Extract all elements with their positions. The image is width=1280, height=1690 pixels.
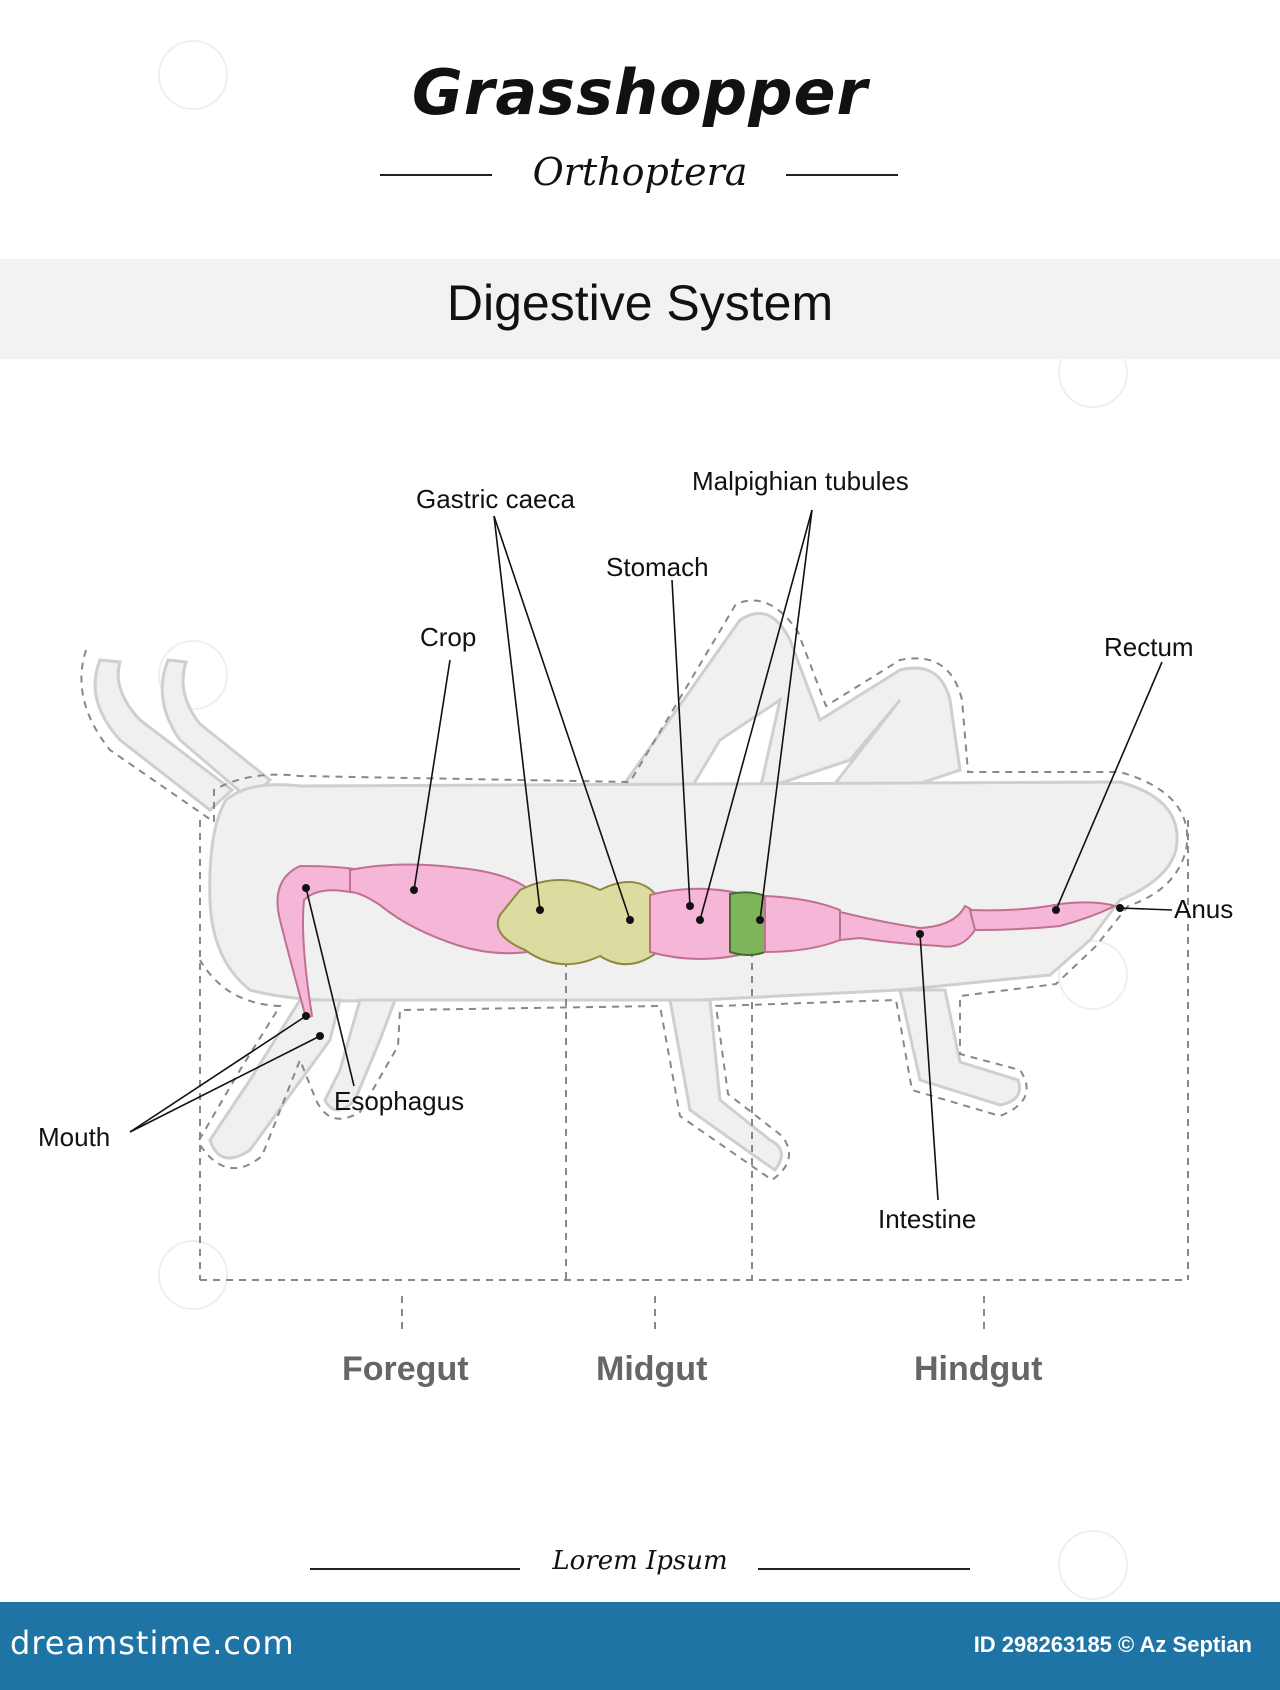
watermark-mark <box>1058 1530 1128 1600</box>
esophagus-tube <box>276 864 362 1020</box>
label-anus: Anus <box>1174 894 1233 924</box>
subtitle-rule-right <box>786 174 898 176</box>
label-malpighian-tubules: Malpighian tubules <box>692 466 909 496</box>
rectum-tube <box>968 901 1118 932</box>
label-gastric-caeca: Gastric caeca <box>416 484 575 514</box>
diagram-subtitle: Orthoptera <box>532 150 748 194</box>
region-hindgut-label: Hindgut <box>914 1350 1042 1388</box>
footer-bar: dreamstime.com ID 298263185 © Az Septian <box>0 1602 1280 1690</box>
watermark-mark <box>158 640 228 710</box>
subtitle-row: Orthoptera <box>0 150 1280 200</box>
region-dividers <box>199 820 1189 1330</box>
diagram-title: Grasshopper <box>411 56 869 129</box>
section-title: Digestive System <box>446 275 834 331</box>
label-crop: Crop <box>420 622 476 652</box>
brand-logo-text[interactable]: dreamstime.com <box>10 1624 295 1662</box>
digestive-system-diagram: Gastric caeca Malpighian tubules Stomach… <box>38 466 1233 1388</box>
label-esophagus: Esophagus <box>334 1086 464 1116</box>
region-midgut-label: Midgut <box>596 1350 707 1388</box>
footer-rule-left <box>310 1568 520 1570</box>
footer-caption: Lorem Ipsum <box>552 1546 728 1576</box>
footer-rule-right <box>758 1568 970 1570</box>
silhouette-dashed-outline <box>80 599 1189 1182</box>
section-band <box>0 259 1280 359</box>
subtitle-rule-left <box>380 174 492 176</box>
leader-lines <box>129 509 1173 1201</box>
label-intestine: Intestine <box>878 1204 976 1234</box>
watermark-mark <box>1058 940 1128 1010</box>
image-credit: ID 298263185 © Az Septian <box>973 1632 1252 1657</box>
region-foregut-label: Foregut <box>342 1350 469 1388</box>
label-stomach: Stomach <box>606 552 709 582</box>
leader-dots <box>302 884 1124 1040</box>
label-mouth: Mouth <box>38 1122 110 1152</box>
watermark-mark <box>158 40 228 110</box>
watermark-mark <box>158 1240 228 1310</box>
label-rectum: Rectum <box>1104 632 1194 662</box>
crop-organ <box>349 863 541 955</box>
